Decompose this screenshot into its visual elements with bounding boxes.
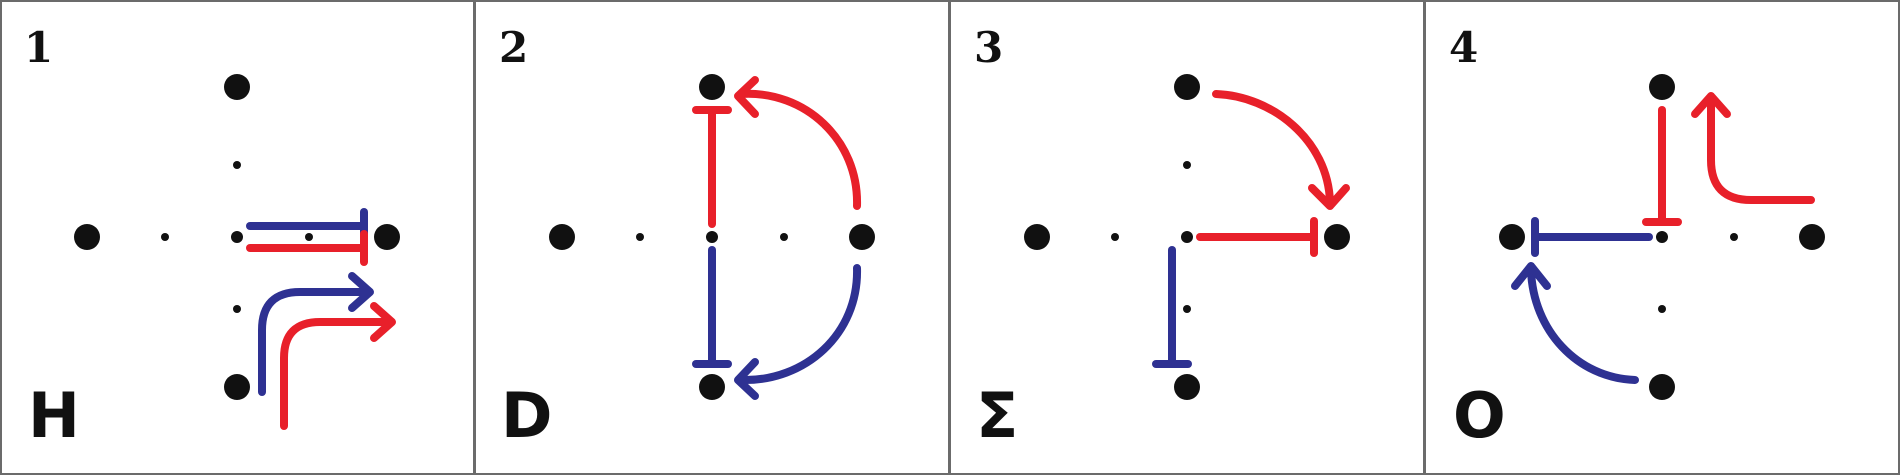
panel-symbol: O: [1453, 379, 1506, 452]
panel-number: 3: [974, 23, 1003, 72]
red-curved-arrow: [1212, 90, 1350, 210]
center-dot: [1181, 231, 1193, 243]
small-dot: [161, 233, 169, 241]
large-site-dot: [1324, 224, 1350, 250]
panel-number: 4: [1449, 23, 1478, 72]
site-dots: [549, 74, 875, 400]
large-site-dot: [74, 224, 100, 250]
blue-bar-arrow: [1152, 246, 1192, 368]
large-site-dot: [374, 224, 400, 250]
red-bar-arrow: [692, 106, 732, 228]
small-dot: [1730, 233, 1738, 241]
large-site-dot: [224, 74, 250, 100]
large-site-dot: [849, 224, 875, 250]
blue-bar-arrow: [692, 246, 732, 368]
large-site-dot: [1174, 74, 1200, 100]
blue-curved-arrow: [258, 272, 374, 396]
site-dots: [1024, 74, 1350, 400]
small-dot: [1111, 233, 1119, 241]
panel-1: 1 H: [0, 0, 475, 475]
panel-2: 2 D: [474, 0, 950, 475]
small-dot: [233, 161, 241, 169]
small-dot: [305, 233, 313, 241]
blue-curved-arrow: [734, 264, 862, 400]
red-bar-arrow: [1642, 106, 1682, 226]
red-curved-arrow: [280, 302, 396, 430]
small-dot: [636, 233, 644, 241]
panel-symbol: H: [28, 379, 80, 452]
red-bar-arrow: [246, 230, 368, 266]
panel-3: 3 Σ: [949, 0, 1425, 475]
blue-curved-arrow: [1511, 262, 1639, 384]
center-dot: [1656, 231, 1668, 243]
panel-4: 4 O: [1424, 0, 1900, 475]
panel-number: 2: [499, 23, 528, 72]
center-dot: [231, 231, 243, 243]
large-site-dot: [549, 224, 575, 250]
center-dot: [706, 231, 718, 243]
panel-number: 1: [24, 23, 53, 72]
red-curved-arrow: [734, 76, 862, 210]
large-site-dot: [1649, 74, 1675, 100]
small-dot: [780, 233, 788, 241]
large-site-dot: [1499, 224, 1525, 250]
blue-bar-arrow: [1531, 217, 1653, 257]
large-site-dot: [1174, 374, 1200, 400]
red-bar-arrow: [1196, 217, 1318, 257]
red-curved-arrow: [1691, 92, 1815, 204]
large-site-dot: [1649, 374, 1675, 400]
small-dot: [233, 305, 241, 313]
large-site-dot: [224, 374, 250, 400]
large-site-dot: [699, 74, 725, 100]
panel-symbol: Σ: [976, 379, 1018, 452]
small-dot: [1658, 305, 1666, 313]
large-site-dot: [1799, 224, 1825, 250]
large-site-dot: [1024, 224, 1050, 250]
panel-symbol: D: [501, 379, 552, 452]
site-dots: [74, 74, 400, 400]
small-dot: [1183, 305, 1191, 313]
large-site-dot: [699, 374, 725, 400]
small-dot: [1183, 161, 1191, 169]
